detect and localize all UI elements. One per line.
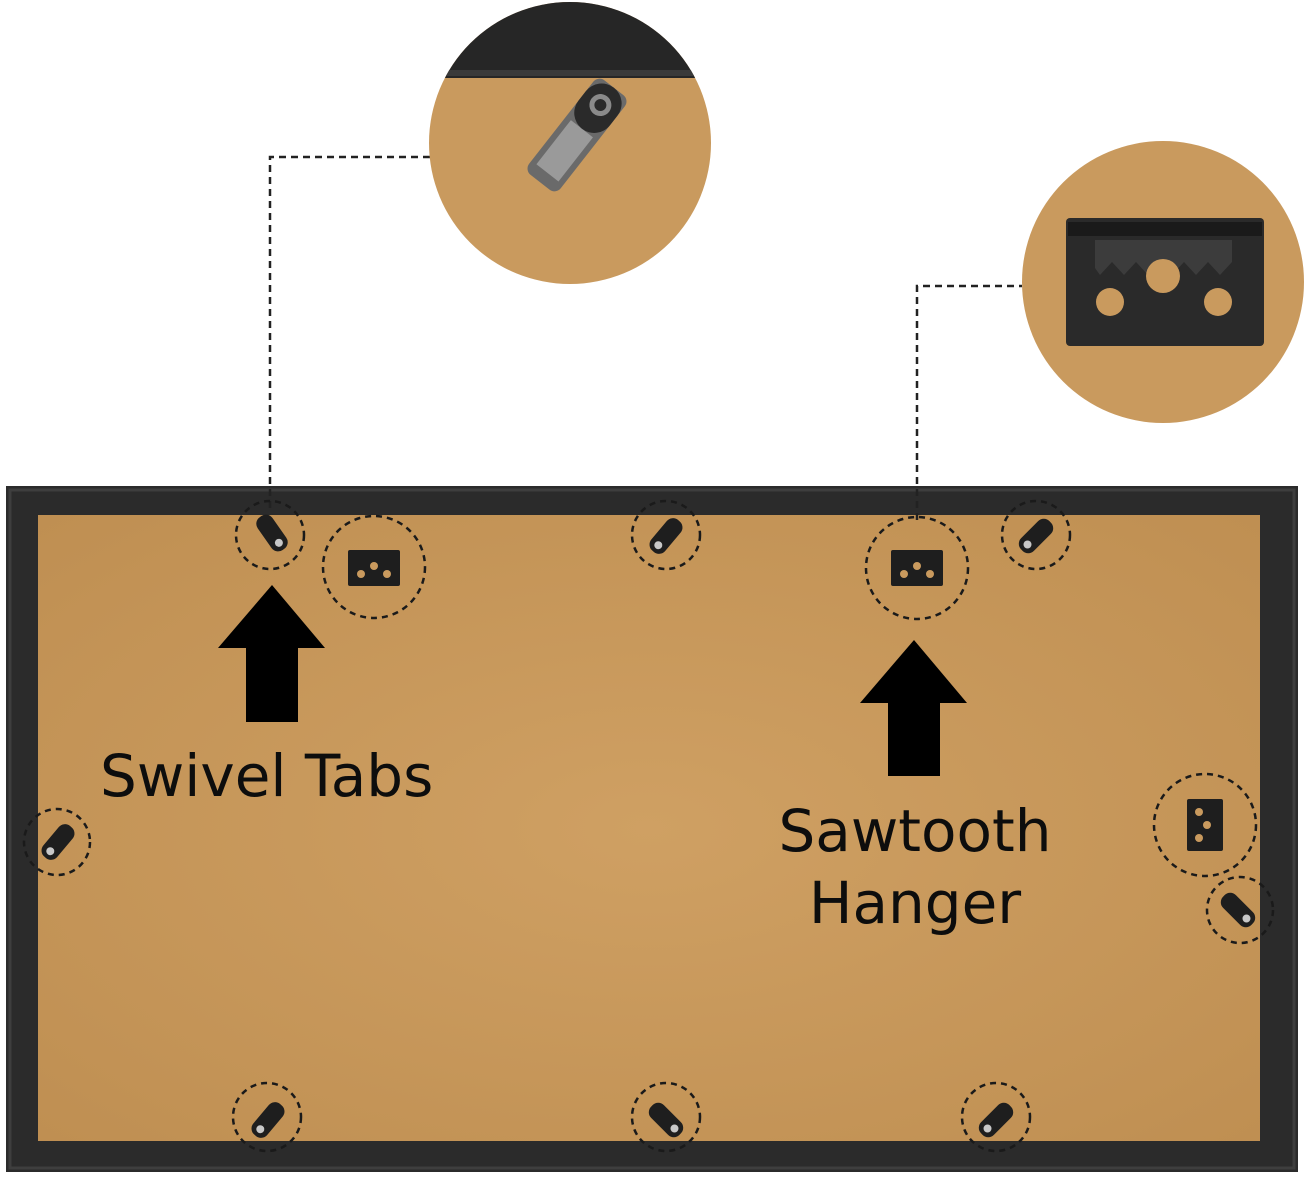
- up-arrow-icon: [218, 585, 325, 722]
- swivel-tab-zoom: [429, 2, 711, 284]
- sawtooth-hanger-zoom: [1022, 141, 1304, 423]
- up-arrow-icon: [860, 640, 967, 776]
- swivel-tab-icon: [527, 78, 627, 192]
- swivel-tabs-label: Swivel Tabs: [100, 742, 434, 810]
- callout-lines: [268, 155, 1022, 520]
- frame-backing: [38, 515, 1260, 1141]
- sawtooth-label-line1: Sawtooth: [778, 797, 1052, 865]
- picture-frame: [6, 486, 1298, 1172]
- sawtooth-hanger-icon: [1066, 218, 1264, 346]
- hardware-markers: [22, 499, 1275, 1153]
- sawtooth-label-line2: Hanger: [808, 869, 1022, 937]
- sawtooth-hanger-label: Sawtooth Hanger: [770, 795, 1060, 939]
